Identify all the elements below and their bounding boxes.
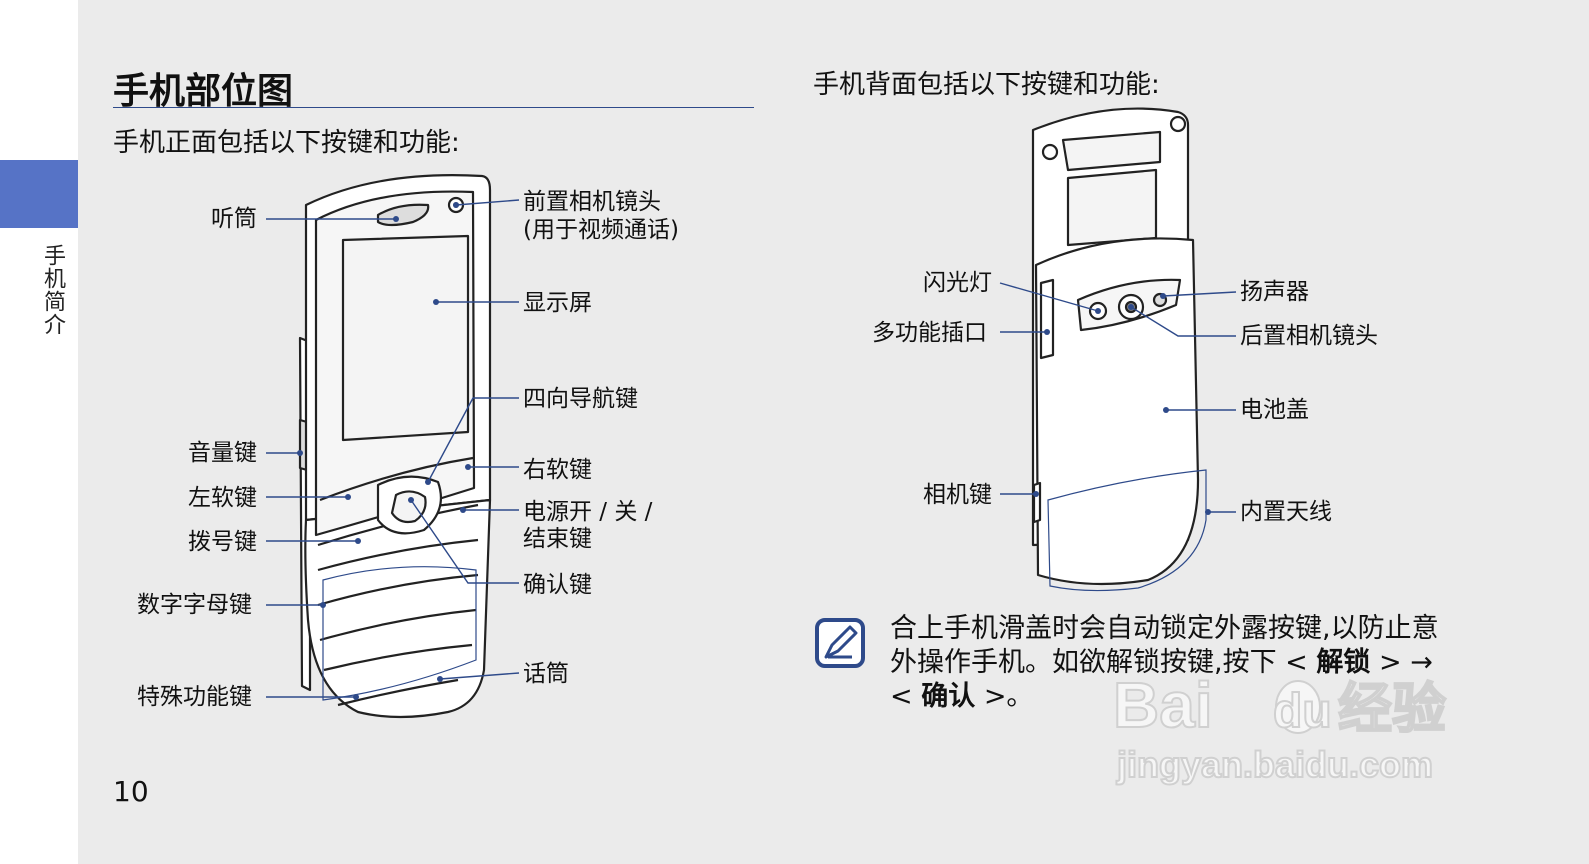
back-leader-lines — [999, 282, 1237, 513]
label-right-soft-key: 右软键 — [523, 457, 592, 483]
label-display: 显示屏 — [523, 290, 592, 316]
label-battery-cover: 电池盖 — [1240, 397, 1309, 423]
note-confirm-key: 确认 — [921, 681, 976, 712]
watermark-jingyan-text: 经验 — [1338, 677, 1446, 740]
title-underline — [113, 107, 754, 108]
chapter-tab-marker — [0, 160, 78, 228]
label-volume-key: 音量键 — [188, 440, 257, 466]
label-alphanumeric-keys: 数字字母键 — [137, 592, 252, 618]
section-title: 手机部位图 — [113, 71, 294, 112]
leader-lines — [266, 199, 1237, 701]
chapter-label: 手机简介 — [40, 244, 65, 336]
label-antenna: 内置天线 — [1240, 499, 1332, 525]
label-front-camera-note: (用于视频通话) — [523, 217, 679, 243]
watermark-url-text: jingyan.baidu.com — [1116, 744, 1433, 785]
label-nav-key: 四向导航键 — [523, 386, 638, 412]
antenna-area-outline — [1047, 469, 1207, 592]
label-earpiece: 听筒 — [211, 206, 257, 232]
label-speaker: 扬声器 — [1240, 279, 1309, 305]
phone-diagram — [266, 107, 1237, 719]
front-leader-lines — [266, 199, 520, 698]
note-text-part-3: >。 — [983, 681, 1034, 712]
label-microphone: 话筒 — [523, 661, 569, 687]
label-rear-camera: 后置相机镜头 — [1240, 323, 1378, 349]
label-flash: 闪光灯 — [923, 270, 992, 296]
front-phone-illustration — [298, 174, 492, 719]
front-intro: 手机正面包括以下按键和功能: — [113, 128, 460, 158]
chapter-sidebar: 手机简介 — [0, 0, 78, 864]
back-phone-illustration — [1031, 107, 1200, 586]
note-text-part-2: > → < — [890, 647, 1433, 712]
watermark-paw-icon — [1275, 680, 1321, 734]
label-power-key: 电源开 / 关 / — [523, 499, 653, 525]
note-unlock-key: 解锁 — [1316, 647, 1371, 678]
label-special-keys: 特殊功能键 — [137, 684, 252, 710]
label-multi-port: 多功能插口 — [872, 320, 987, 346]
note-text: 合上手机滑盖时会自动锁定外露按键,以防止意外操作手机。如欲解锁按键,按下 < 解… — [890, 612, 1460, 714]
note-pencil-icon — [815, 618, 865, 668]
label-camera-key: 相机键 — [923, 482, 992, 508]
watermark-du-text: du — [1273, 685, 1332, 738]
manual-page: 手机部位图 手机正面包括以下按键和功能: 手机背面包括以下按键和功能: — [78, 0, 1589, 864]
label-power-key-line2: 结束键 — [523, 526, 592, 552]
back-intro: 手机背面包括以下按键和功能: — [813, 70, 1160, 100]
alphanumeric-keypad-bracket — [322, 566, 477, 701]
label-left-soft-key: 左软键 — [188, 485, 257, 511]
label-confirm-key: 确认键 — [523, 572, 592, 598]
page-number: 10 — [113, 775, 149, 808]
baidu-jingyan-watermark: Bai du 经验 jingyan.baidu.com — [1113, 668, 1447, 786]
label-dial-key: 拨号键 — [188, 529, 257, 555]
leader-dots — [297, 202, 1211, 700]
watermark-bai-text: Bai — [1113, 669, 1213, 741]
label-front-camera: 前置相机镜头 — [523, 189, 661, 215]
note-text-part-1: 合上手机滑盖时会自动锁定外露按键,以防止意外操作手机。如欲解锁按键,按下 < — [890, 613, 1439, 678]
